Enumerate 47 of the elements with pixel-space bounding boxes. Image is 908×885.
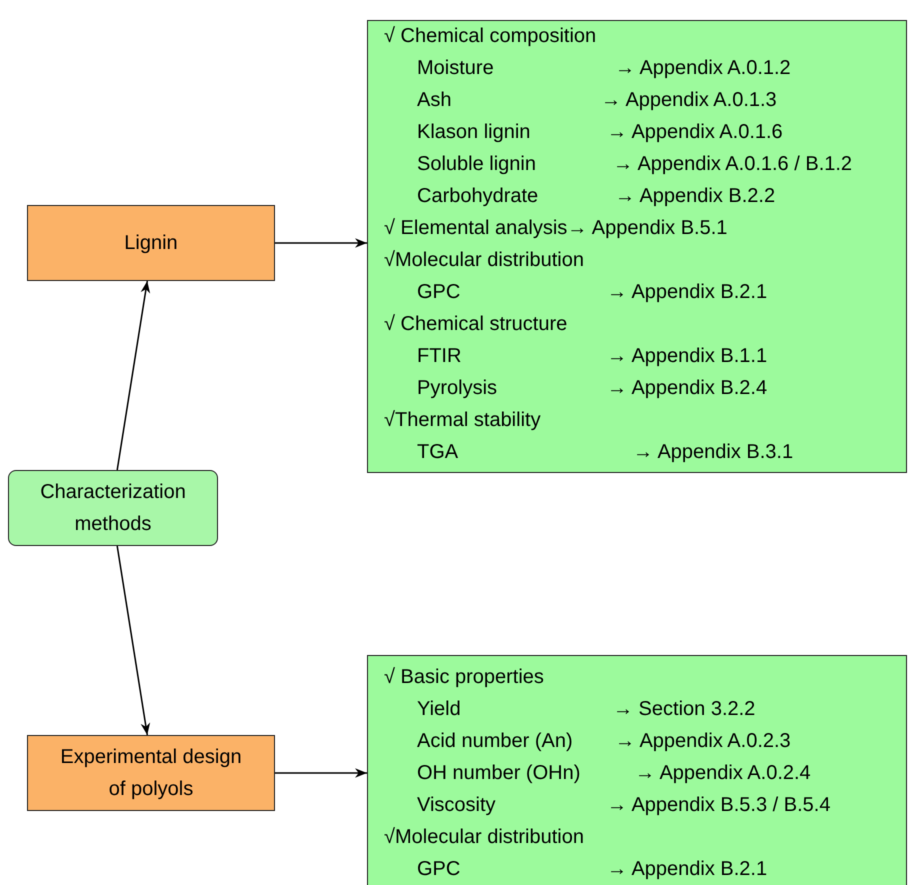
list-item: FTIR (417, 344, 462, 368)
list-item: √Molecular distribution (384, 248, 584, 272)
list-item: → Appendix B.2.2 (615, 184, 776, 208)
list-item: GPC (417, 857, 460, 881)
list-item: → Appendix A.0.2.3 (615, 729, 791, 753)
list-item: → Appendix B.3.1 (633, 440, 794, 464)
list-item: Acid number (An) (417, 729, 573, 753)
list-item: → Appendix B.2.1 (607, 280, 768, 304)
list-item: Yield (417, 697, 461, 721)
list-item: √ Basic properties (384, 665, 544, 689)
list-item: → Appendix B.2.4 (607, 376, 768, 400)
node-label: Lignin (124, 231, 178, 256)
list-item: Moisture (417, 56, 494, 80)
list-item: → Appendix A.0.1.2 (615, 56, 791, 80)
arrow (116, 546, 150, 736)
list-item: → Section 3.2.2 (613, 697, 756, 721)
process-box (27, 735, 275, 811)
list-item: → Appendix A.0.1.6 / B.1.2 (613, 152, 852, 176)
rounded-box (8, 470, 218, 546)
list-item: Ash (417, 88, 452, 112)
list-item: √Thermal stability (384, 408, 541, 432)
list-item: → Appendix A.0.2.4 (635, 761, 811, 785)
list-item: Viscosity (417, 793, 496, 817)
list-item: Carbohydrate (417, 184, 538, 208)
node-label: Characterization methods (39, 480, 187, 537)
node-label: Experimental design of polyols (59, 745, 243, 802)
list-item: → Appendix A.0.1.6 (607, 120, 783, 144)
arrow (275, 768, 367, 778)
process-box (27, 205, 275, 281)
list-item: → Appendix B.2.1 (607, 857, 768, 881)
list-item: → Appendix B.1.1 (607, 344, 768, 368)
list-item: √ Chemical composition (384, 24, 596, 48)
list-item: √ Elemental analysis→ Appendix B.5.1 (384, 216, 728, 240)
list-item: → Appendix B.5.3 / B.5.4 (607, 793, 830, 817)
list-item: Pyrolysis (417, 376, 498, 400)
list-panel (367, 655, 907, 885)
list-panel (367, 20, 907, 473)
list-item: OH number (OHn) (417, 761, 580, 785)
list-item: TGA (417, 440, 458, 464)
list-item: Soluble lignin (417, 152, 536, 176)
list-item: → Appendix A.0.1.3 (601, 88, 777, 112)
list-item: GPC (417, 280, 460, 304)
list-item: Klason lignin (417, 120, 530, 144)
arrow (275, 238, 367, 248)
list-item: √ Chemical structure (384, 312, 568, 336)
arrow (116, 280, 150, 470)
list-item: √Molecular distribution (384, 825, 584, 849)
